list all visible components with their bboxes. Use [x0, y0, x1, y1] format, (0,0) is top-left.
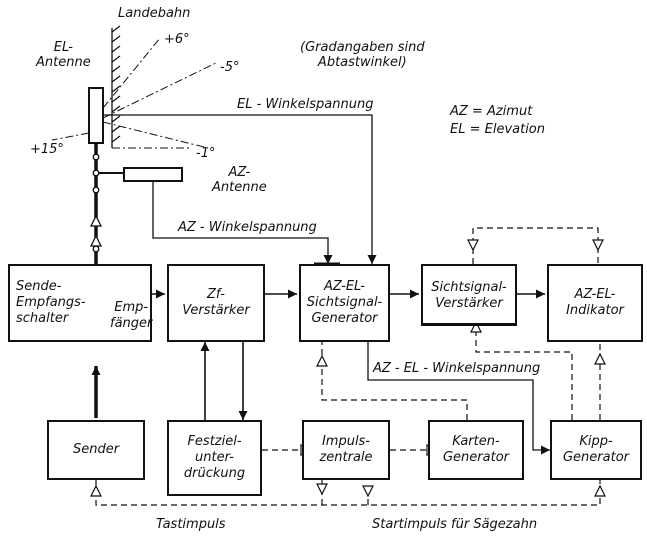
block-kipp-generator: Kipp- Generator — [550, 420, 642, 480]
block-impulszentrale: Impuls- zentrale — [302, 420, 390, 480]
block-impulszentrale-label: Impuls- zentrale — [319, 434, 373, 465]
block-zf-verstaerker: Zf- Verstärker — [167, 264, 265, 342]
scan-angle-lines — [51, 37, 219, 149]
block-azel-indikator-label: AZ-EL- Indikator — [566, 287, 624, 318]
el-winkelspannung-line — [103, 114, 377, 264]
label-azel-winkelspannung: AZ - EL - Winkelspannung — [373, 361, 541, 376]
block-festzielunterdrueckung: Festziel- unter- drückung — [167, 420, 262, 496]
az-antenna — [123, 167, 183, 182]
el-antenna — [88, 87, 104, 144]
block-sender: Sender — [47, 420, 145, 480]
label-landebahn: Landebahn — [118, 6, 191, 21]
az-winkelspannung-line — [152, 181, 333, 264]
label-az-winkelspannung: AZ - Winkelspannung — [178, 220, 317, 235]
block-azel-sichtsignal-generator-label: AZ-EL- Sichtsignal- Generator — [306, 279, 383, 326]
label-angle-minus1: -1° — [196, 146, 216, 161]
block-sichtsignal-verstaerker-label: Sichtsignal- Verstärker — [431, 280, 507, 311]
runway-hatch — [111, 25, 121, 148]
block-sichtsignal-verstaerker: Sichtsignal- Verstärker — [421, 264, 517, 326]
block-karten-generator-label: Karten- Generator — [442, 434, 509, 465]
legend-el: EL = Elevation — [450, 122, 545, 137]
label-note: (Gradangaben sind Abtastwinkel) — [300, 40, 425, 70]
label-startimpuls: Startimpuls für Sägezahn — [372, 517, 538, 532]
block-sender-label: Sender — [72, 442, 120, 457]
block-kipp-generator-label: Kipp- Generator — [562, 434, 629, 465]
label-el-winkelspannung: EL - Winkelspannung — [237, 97, 374, 112]
block-azel-sichtsignal-generator: AZ-EL- Sichtsignal- Generator — [299, 264, 390, 342]
label-angle-plus6: +6° — [164, 32, 190, 47]
block-sende-empfangsschalter-label: Sende- Empfangs- schalter — [16, 279, 86, 326]
label-az-antenne: AZ- Antenne — [212, 165, 267, 195]
block-karten-generator: Karten- Generator — [428, 420, 524, 480]
block-sende-empfangsschalter: Sende- Empfangs- schalter — [8, 264, 152, 342]
legend-az: AZ = Azimut — [450, 104, 533, 119]
label-tastimpuls: Tastimpuls — [156, 517, 226, 532]
block-festzielunterdrueckung-label: Festziel- unter- drückung — [183, 434, 246, 481]
label-angle-minus5: -5° — [220, 60, 240, 75]
block-zf-verstaerker-label: Zf- Verstärker — [182, 287, 250, 318]
label-empfaenger: Emp- fänger — [110, 300, 153, 331]
label-angle-plus15: +15° — [30, 142, 64, 157]
azel-winkelspannung-line — [367, 342, 550, 455]
feed-line-markers — [89, 153, 103, 253]
label-el-antenne: EL- Antenne — [36, 40, 91, 70]
block-azel-indikator: AZ-EL- Indikator — [547, 264, 643, 342]
sichtsignal-verstaerker-bar — [421, 323, 517, 326]
signal-arrows — [112, 289, 545, 420]
